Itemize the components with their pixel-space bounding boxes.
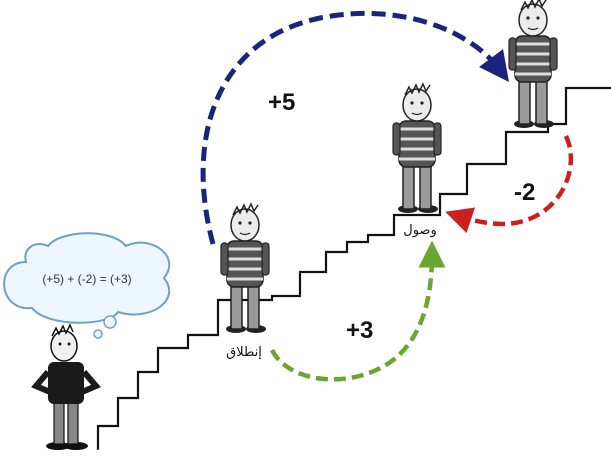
staircase: [96, 86, 611, 450]
thinking-figure: [31, 323, 101, 450]
jump-plus3-label: +3: [346, 317, 373, 344]
speech-bubble: (+5) + (-2) = (+3): [3, 232, 171, 339]
arrival-label: وصول: [403, 223, 436, 238]
jump-plus5-label: +5: [268, 89, 295, 116]
jump-minus2-arrow: [445, 135, 574, 234]
figure-start: [219, 202, 271, 335]
figure-top: [507, 0, 559, 130]
start-label: إنطلاق: [226, 345, 262, 360]
figure-arrival: [391, 82, 443, 215]
jump-minus2-label: -2: [514, 179, 535, 206]
jump-plus5-arrow: [200, 10, 510, 245]
equation-text: (+5) + (-2) = (+3): [42, 272, 131, 286]
